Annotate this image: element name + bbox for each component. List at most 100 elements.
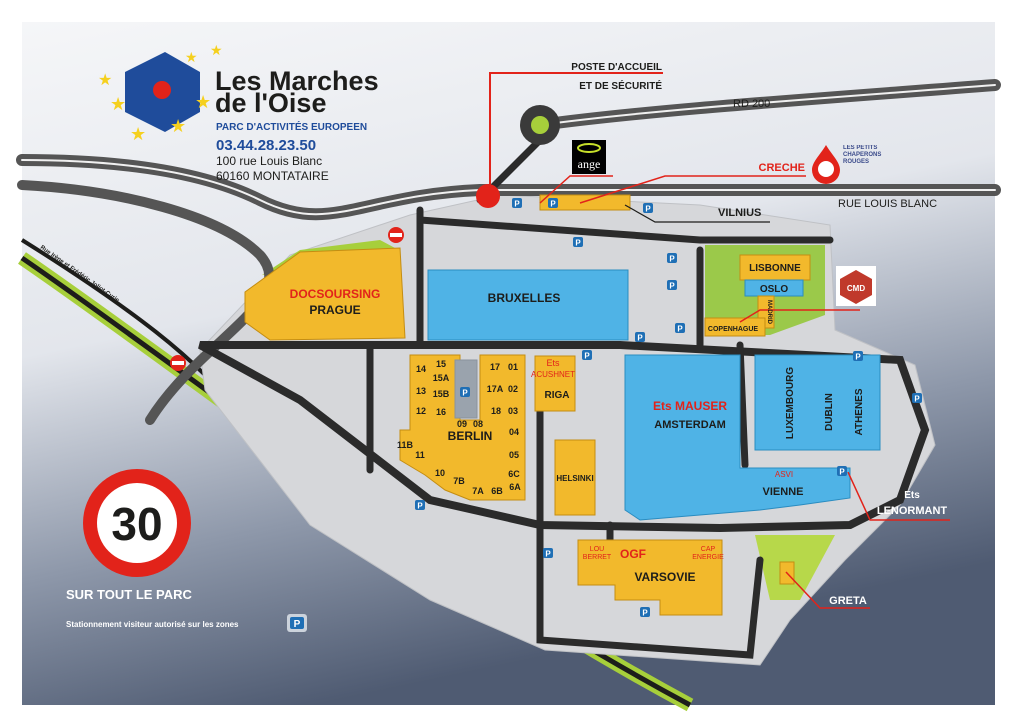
svg-text:★: ★	[130, 124, 146, 144]
svg-text:P: P	[855, 353, 861, 362]
building-amsterdam-vienne	[624, 354, 851, 521]
svg-text:P: P	[514, 200, 520, 209]
prague-company: DOCSOURSING	[290, 287, 381, 301]
berlin-lot-label: 6C	[508, 469, 520, 479]
berlin-lot-label: 15B	[433, 389, 450, 399]
svg-text:★: ★	[210, 42, 223, 58]
oslo-label: OSLO	[760, 284, 789, 295]
dublin-label: DUBLIN	[824, 393, 835, 431]
varsovie-company-right-line1: CAP	[701, 546, 716, 553]
parking-icon: P	[582, 350, 592, 361]
svg-text:CMD: CMD	[847, 284, 865, 293]
building-prague	[244, 247, 406, 341]
bruxelles-label: BRUXELLES	[488, 291, 561, 305]
creche-logo-text: LES PETITS CHAPERONS ROUGES	[843, 145, 882, 165]
parking-note: Stationnement visiteur autorisé sur les …	[66, 620, 239, 629]
berlin-lot-label: 17A	[487, 384, 504, 394]
parking-icon: P	[548, 198, 558, 209]
berlin-lot-label: 14	[416, 364, 426, 374]
berlin-lot-label: 02	[508, 384, 518, 394]
svg-text:P: P	[294, 619, 301, 630]
svg-text:★: ★	[110, 94, 126, 114]
amsterdam-label: AMSTERDAM	[654, 419, 726, 431]
parking-icon: P	[415, 500, 425, 511]
berlin-lot-label: 10	[435, 468, 445, 478]
svg-text:P: P	[637, 334, 643, 343]
berlin-lot-label: 11B	[397, 440, 414, 450]
logo-ball	[153, 81, 171, 99]
cmd-logo: CMD	[739, 266, 876, 323]
lisbonne-label: LISBONNE	[749, 263, 801, 274]
logo-title-line1: Les Marches	[215, 66, 379, 96]
building-bruxelles	[427, 269, 629, 341]
svg-text:ange: ange	[578, 157, 601, 171]
poste-accueil-callout: POSTE D'ACCUEIL ET DE SÉCURITÉ	[476, 62, 663, 208]
svg-text:ET DE SÉCURITÉ: ET DE SÉCURITÉ	[579, 79, 662, 92]
roundabout-center	[531, 116, 549, 134]
parking-icon: P	[635, 332, 645, 343]
building-berlin	[399, 354, 526, 501]
parking-icon: P	[543, 548, 553, 559]
svg-text:P: P	[839, 468, 845, 477]
varsovie-label: VARSOVIE	[634, 570, 695, 584]
madrid-label: MADRID	[766, 300, 772, 325]
svg-text:P: P	[642, 609, 648, 618]
berlin-lot-label: 15A	[433, 373, 450, 383]
svg-text:★: ★	[170, 116, 186, 136]
parking-note-icon: P	[287, 614, 307, 632]
svg-text:★: ★	[98, 72, 112, 89]
berlin-lot-label: 09	[457, 419, 467, 429]
svg-text:P: P	[677, 325, 683, 334]
no-entry-icon	[170, 355, 186, 371]
berlin-lot-label: 17	[490, 362, 500, 372]
address-line1: 100 rue Louis Blanc	[216, 154, 322, 168]
berlin-lot-label: 16	[436, 407, 446, 417]
berlin-lot-label: 7B	[453, 476, 465, 486]
svg-text:POSTE D'ACCUEIL: POSTE D'ACCUEIL	[571, 62, 662, 73]
parking-icon: P	[667, 253, 677, 264]
speed-limit-sign: 30	[83, 469, 191, 577]
riga-company-line1: Ets	[546, 358, 560, 368]
svg-text:P: P	[550, 200, 556, 209]
building-helsinki	[554, 439, 596, 516]
poste-accueil-marker	[476, 184, 500, 208]
creche-callout: CRECHE LES PETITS CHAPERONS ROUGES	[579, 145, 882, 204]
lenormant-callout: Ets LENORMANT	[847, 471, 950, 521]
parking-icon: P	[573, 237, 583, 248]
ange-logo: ange	[539, 140, 613, 204]
riga-label: RIGA	[545, 390, 570, 401]
vienne-company: ASVI	[775, 470, 793, 479]
svg-text:Ets: Ets	[904, 490, 920, 501]
svg-text:★: ★	[195, 92, 211, 112]
copenhague-label: COPENHAGUE	[708, 326, 759, 333]
vilnius-callout: VILNIUS	[624, 204, 770, 223]
berlin-lot-label: 05	[509, 450, 519, 460]
berlin-lot-label: 03	[508, 406, 518, 416]
svg-text:VILNIUS: VILNIUS	[718, 207, 761, 219]
berlin-lot-label: 6A	[509, 482, 521, 492]
varsovie-company-right-line2: ENERGIE	[692, 554, 724, 561]
berlin-lot-label: 12	[416, 406, 426, 416]
berlin-lot-label: 01	[508, 362, 518, 372]
berlin-lot-label: 08	[473, 419, 483, 429]
varsovie-company-left-line2: BERRET	[583, 554, 612, 561]
svg-text:P: P	[545, 550, 551, 559]
building-riga	[534, 355, 576, 412]
logo-subtitle: PARC D'ACTIVITÉS EUROPEEN	[216, 120, 367, 133]
athenes-label: ATHENES	[854, 388, 865, 435]
svg-text:CRECHE: CRECHE	[759, 162, 805, 174]
vienne-label: VIENNE	[763, 486, 804, 498]
svg-text:P: P	[669, 282, 675, 291]
svg-text:★: ★	[185, 49, 198, 65]
berlin-lot-label: 11	[415, 450, 425, 460]
svg-text:P: P	[584, 352, 590, 361]
green-area-greta	[755, 535, 835, 600]
svg-text:GRETA: GRETA	[829, 595, 867, 607]
varsovie-company-left-line1: LOU	[590, 546, 604, 553]
svg-text:P: P	[417, 502, 423, 511]
building-luxembourg-dublin-athenes	[754, 354, 881, 451]
parking-icon: P	[912, 393, 922, 404]
svg-text:LENORMANT: LENORMANT	[877, 505, 948, 517]
parking-icon: P	[460, 387, 470, 398]
